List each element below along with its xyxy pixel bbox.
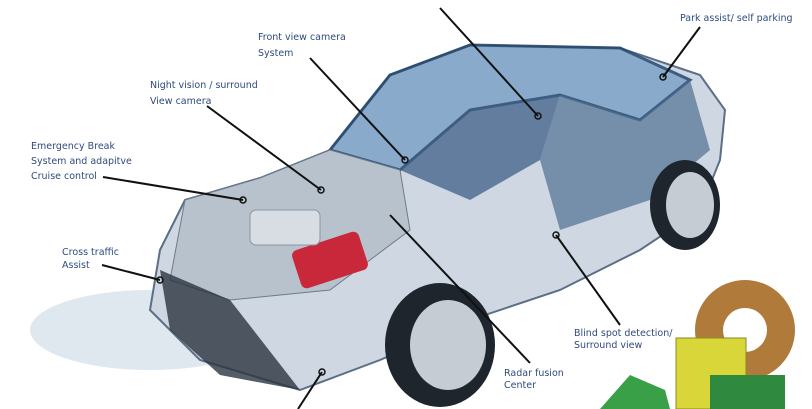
leader-night-vision — [206, 105, 322, 191]
label-line: Radar fusion — [504, 368, 564, 379]
label-line: Cross traffic — [62, 247, 119, 258]
label-line: Front view camera — [258, 32, 346, 43]
label-radar-fusion: Radar fusion Center — [504, 368, 564, 392]
label-line: Assist — [62, 260, 90, 271]
leader-endpoints — [156, 73, 667, 376]
leader-bottom — [297, 371, 323, 409]
leader-cross-traffic — [101, 264, 161, 281]
label-line: Center — [504, 380, 536, 391]
label-line: Blind spot detection/ — [574, 328, 673, 339]
front-rim — [410, 300, 486, 390]
front-bumper — [160, 270, 300, 390]
green-pcb — [710, 375, 785, 409]
side-windows — [540, 80, 710, 230]
leader-top — [439, 7, 539, 117]
leader-park-assist — [662, 26, 701, 78]
label-front-camera: Front view camera System — [258, 30, 346, 62]
label-line: View camera — [150, 96, 212, 107]
label-emergency-brake: Emergency Break System and adapitve Crui… — [31, 139, 132, 184]
label-park-assist: Park assist/ self parking — [680, 11, 793, 27]
leader-radar-fusion — [389, 214, 531, 364]
green-pcb-small — [600, 375, 670, 409]
label-line: Emergency Break — [31, 141, 115, 152]
leader-emergency-brake — [102, 176, 244, 201]
rear-rim — [666, 172, 714, 238]
leader-front-camera — [309, 57, 406, 161]
label-line: System and adapitve — [31, 156, 132, 167]
label-blind-spot: Blind spot detection/ Surround view — [574, 328, 672, 352]
interior — [400, 95, 560, 200]
label-line: Park assist/ self parking — [680, 13, 793, 24]
label-line: System — [258, 48, 294, 59]
engine-block — [249, 209, 321, 246]
label-night-vision: Night vision / surround View camera — [150, 78, 258, 110]
label-line: Night vision / surround — [150, 80, 258, 91]
label-line: Cruise control — [31, 171, 97, 182]
label-line: Surround view — [574, 340, 643, 351]
label-cross-traffic: Cross traffic Assist — [62, 246, 119, 272]
leader-blind-spot — [555, 234, 621, 326]
engine-cover — [292, 231, 368, 289]
